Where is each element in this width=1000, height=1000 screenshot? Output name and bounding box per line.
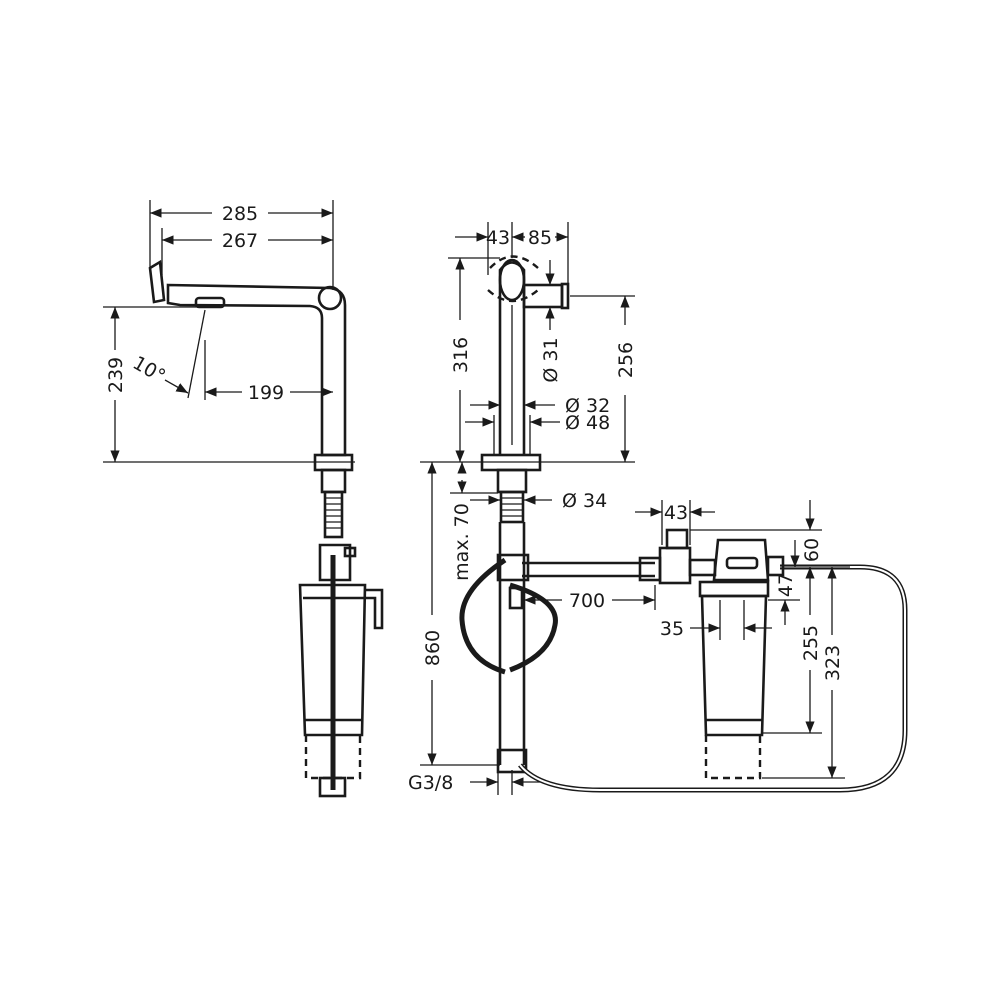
- filter-dimensions: 43 60 700 47 35 255 323: [524, 500, 850, 779]
- front-view-faucet: [459, 255, 908, 793]
- dim-700: 700: [569, 590, 605, 612]
- dia-32: Ø 32: [565, 395, 610, 417]
- dim-256: 256: [615, 342, 637, 378]
- dim-239: 239: [105, 357, 127, 393]
- dia-31: Ø 31: [540, 337, 562, 382]
- dim-85: 85: [528, 227, 552, 249]
- dim-199: 199: [248, 382, 284, 404]
- dim-323: 323: [822, 645, 844, 681]
- side-view-dimensions: 285 267 239 10° 199: [103, 200, 355, 463]
- dim-35: 35: [660, 618, 684, 640]
- dim-285: 285: [222, 203, 258, 225]
- filter-unit: [522, 528, 785, 780]
- dim-860: 860: [422, 630, 444, 666]
- dim-255: 255: [800, 625, 822, 661]
- angle-10: 10°: [129, 352, 169, 388]
- dia-48: Ø 48: [565, 412, 610, 434]
- dim-267: 267: [222, 230, 258, 252]
- side-view-faucet: [148, 259, 384, 798]
- dim-43: 43: [664, 502, 688, 524]
- front-view-dimensions: 43 85 316 Ø 31 256 Ø 32 Ø 48 Ø 34 max. 7…: [408, 222, 637, 795]
- thread-g38: G3/8: [408, 772, 453, 794]
- dim-43-top: 43: [486, 227, 510, 249]
- max-70: max. 70: [451, 503, 473, 581]
- dim-316: 316: [450, 337, 472, 373]
- dia-34: Ø 34: [562, 490, 607, 512]
- dim-47: 47: [775, 573, 797, 597]
- dim-60: 60: [801, 538, 823, 562]
